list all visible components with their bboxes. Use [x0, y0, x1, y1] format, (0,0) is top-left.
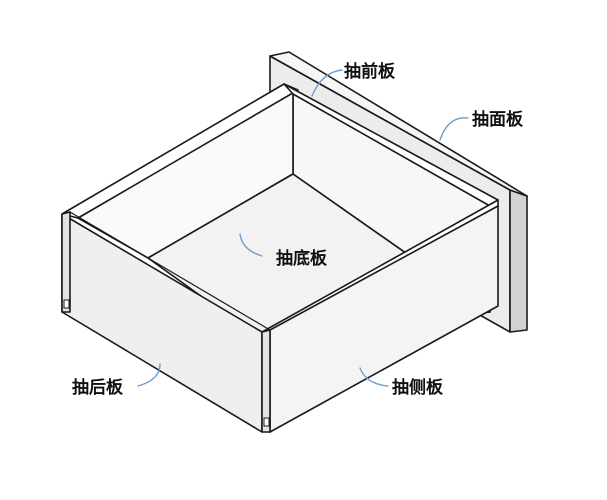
label-side-panel: 抽侧板	[392, 377, 444, 398]
label-back-panel: 抽后板	[72, 377, 124, 398]
leader-face	[439, 117, 469, 141]
back-panel-top-edge	[69, 211, 271, 331]
side-panel-edge	[261, 329, 271, 433]
rim-left	[61, 83, 299, 219]
face-panel-top	[269, 51, 528, 197]
back-panel-edge	[61, 211, 71, 313]
label-face-panel: 抽面板	[472, 109, 524, 130]
leader-side	[359, 367, 389, 387]
joint-marker-right	[263, 417, 270, 427]
label-front-inner-panel: 抽前板	[344, 61, 396, 82]
joint-marker-left	[63, 299, 70, 309]
face-panel-edge	[509, 189, 528, 333]
leader-front-inner	[311, 69, 343, 97]
leader-back	[137, 363, 161, 387]
leader-bottom	[239, 233, 263, 257]
label-bottom-panel: 抽底板	[276, 248, 328, 269]
